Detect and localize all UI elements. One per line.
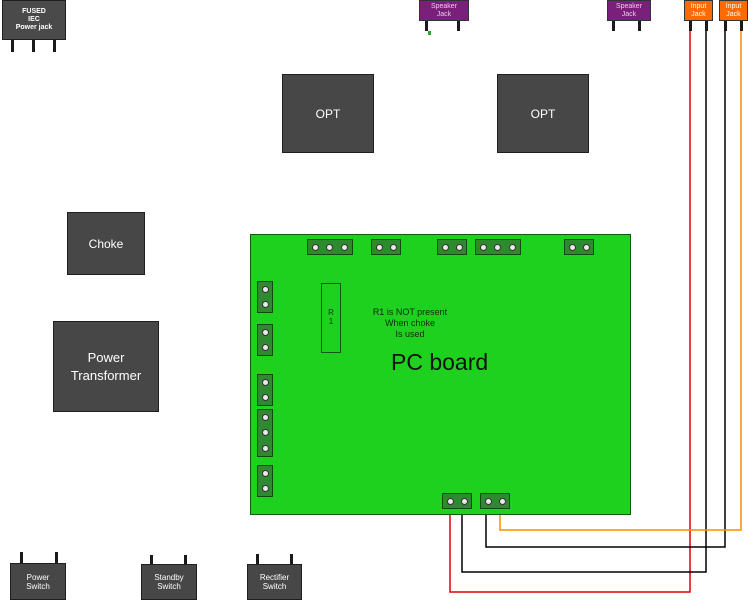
- switch-pin: [184, 555, 187, 565]
- switch-pin: [20, 552, 23, 564]
- input-jack-pin: [689, 21, 692, 31]
- speaker-jack-2-label: Speaker Jack: [615, 2, 643, 18]
- header-left-4: [257, 409, 273, 457]
- header-bottom-1: [442, 493, 472, 509]
- iec-power-jack: FUSED IEC Power jack: [2, 0, 66, 40]
- standby-switch: Standby Switch: [141, 564, 197, 600]
- opt-right: OPT: [497, 74, 589, 153]
- input-jack-pin: [705, 21, 708, 31]
- speaker-jack-pin: [638, 21, 641, 31]
- wire-black-2: [485, 30, 726, 548]
- speaker-jack-1-label: Speaker Jack: [430, 2, 458, 18]
- header-top-5: [564, 239, 594, 255]
- switch-pin: [290, 554, 293, 565]
- iec-label: FUSED IEC Power jack: [15, 8, 53, 31]
- speaker-jack-pin: [457, 21, 460, 31]
- power-transformer-label: Power Transformer: [70, 349, 142, 383]
- iec-pin: [11, 40, 14, 52]
- header-top-1: [307, 239, 353, 255]
- input-jack-1-label: Input Jack: [690, 2, 707, 18]
- header-left-5: [257, 465, 273, 497]
- speaker-jack-2: Speaker Jack: [607, 0, 651, 21]
- header-bottom-2: [480, 493, 510, 509]
- opt-right-label: OPT: [530, 106, 556, 121]
- pcb-label: PC board: [391, 349, 489, 375]
- speaker-jack-pin: [425, 21, 428, 31]
- choke-label: Choke: [88, 236, 124, 251]
- power-switch-label: Power Switch: [26, 572, 50, 591]
- power-switch: Power Switch: [10, 563, 66, 600]
- input-jack-pin: [740, 21, 743, 31]
- wire-orange: [499, 30, 742, 531]
- opt-left-label: OPT: [315, 106, 341, 121]
- pc-board: R 1 R1 is NOT present When choke Is used…: [250, 234, 631, 515]
- header-top-4: [475, 239, 521, 255]
- wire-red: [449, 30, 691, 593]
- opt-left: OPT: [282, 74, 374, 153]
- switch-pin: [55, 552, 58, 564]
- header-left-1: [257, 281, 273, 313]
- input-jack-2: Input Jack: [719, 0, 748, 21]
- header-left-2: [257, 324, 273, 356]
- rectifier-switch-label: Rectifier Switch: [259, 573, 290, 591]
- rectifier-switch: Rectifier Switch: [247, 564, 302, 600]
- standby-switch-label: Standby Switch: [154, 573, 184, 591]
- iec-pin: [32, 40, 35, 52]
- input-jack-1: Input Jack: [684, 0, 713, 21]
- speaker-jack-pin: [612, 21, 615, 31]
- choke: Choke: [67, 212, 145, 275]
- header-top-3: [437, 239, 467, 255]
- iec-pin: [53, 40, 56, 52]
- r1-note: R1 is NOT present When choke Is used: [372, 307, 448, 339]
- header-left-3: [257, 374, 273, 406]
- header-top-2: [371, 239, 401, 255]
- input-jack-pin: [724, 21, 727, 31]
- speaker-jack-1: Speaker Jack: [419, 0, 469, 21]
- wire-black-1: [461, 30, 707, 573]
- input-jack-2-label: Input Jack: [725, 2, 742, 18]
- power-transformer: Power Transformer: [53, 321, 159, 412]
- speaker-ground-mark: [428, 31, 431, 35]
- switch-pin: [150, 555, 153, 565]
- resistor-r1: R 1: [321, 283, 341, 353]
- switch-pin: [256, 554, 259, 565]
